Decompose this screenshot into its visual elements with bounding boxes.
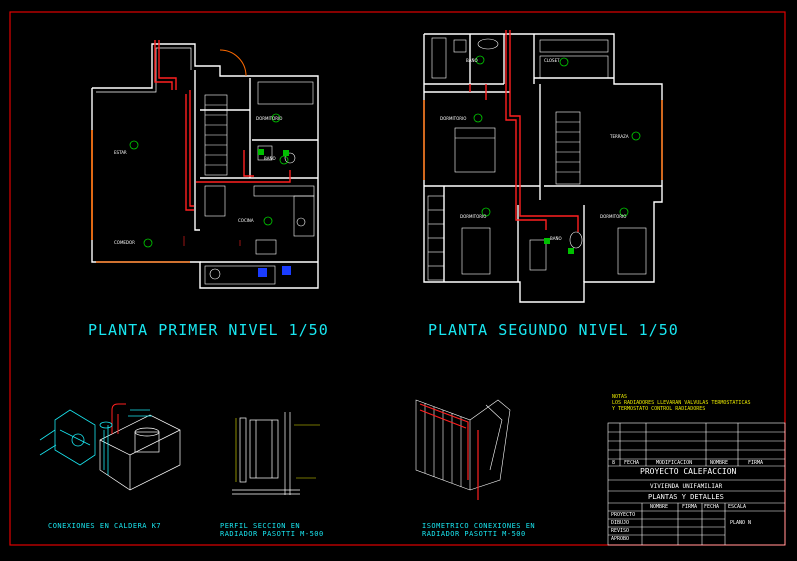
perfil-detail	[232, 412, 300, 495]
second-floor-title: PLANTA SEGUNDO NIVEL 1/50	[428, 321, 679, 339]
rev-col-num: 8	[612, 460, 616, 466]
room-label-cocina: COCINA	[238, 218, 254, 223]
sheet-title: PLANTAS Y DETALLES	[648, 493, 724, 501]
boiler-mark	[282, 266, 291, 275]
caption-perfil: PERFIL SECCION EN RADIADOR PASOTTI M-500	[220, 522, 324, 538]
notes-line-1: LOS RADIADORES LLEVARAN VALVULAS TERMOST…	[612, 400, 751, 406]
second-floor-plan	[423, 33, 663, 303]
room-label-estar: ESTAR	[114, 150, 127, 155]
room-label-closet: CLOSET	[544, 58, 560, 63]
role-aprobo: APROBO	[611, 536, 630, 542]
notes-line-2: Y TERMOSTATO CONTROL RADIADORES	[612, 406, 706, 412]
project-subtitle: VIVIENDA UNIFAMILIAR	[650, 483, 723, 490]
rev-col-firma: FIRMA	[748, 460, 764, 466]
caldera-detail	[99, 403, 181, 491]
second-floor-pipes	[469, 30, 579, 232]
rev-col-fecha: FECHA	[624, 460, 640, 466]
first-floor-pipes	[154, 40, 291, 211]
notes-block: NOTAS LOS RADIADORES LLEVARAN VALVULAS T…	[612, 394, 750, 412]
room-label-terraza: TERRAZA	[610, 134, 629, 139]
first-floor-title: PLANTA PRIMER NIVEL 1/50	[88, 321, 329, 339]
plano-number: PLANO N	[730, 520, 752, 526]
room-label-dormitorio-main: DORMITORIO	[440, 116, 467, 121]
second-floor-furniture	[427, 37, 647, 281]
room-label-dormitorio: DORMITORIO	[256, 116, 283, 121]
role-proyecto: PROYECTO	[611, 512, 636, 518]
room-label-bano-small: BAÑO	[550, 236, 562, 241]
room-label-bano: BAÑO	[264, 156, 276, 161]
rev-col-nombre: NOMBRE	[710, 460, 729, 466]
role-reviso: REVISO	[611, 528, 630, 534]
sig-col-firma: FIRMA	[682, 504, 698, 510]
sig-col-fecha: FECHA	[704, 504, 720, 510]
project-title: PROYECTO CALEFACCION	[640, 467, 737, 476]
rev-col-modificacion: MODIFICACION	[656, 460, 693, 466]
caldera-mark	[258, 268, 267, 277]
isometrico-detail	[415, 399, 511, 491]
room-label-dormitorio-right: DORMITORIO	[600, 214, 627, 219]
room-label-comedor: COMEDOR	[114, 240, 135, 245]
sig-col-nombre: NOMBRE	[650, 504, 669, 510]
role-dibujo: DIBUJO	[611, 520, 630, 526]
sig-col-escala: ESCALA	[728, 504, 747, 510]
room-label-bano-2: BAÑO	[466, 58, 478, 63]
notes-title: NOTAS	[612, 394, 628, 400]
caption-caldera: CONEXIONES EN CALDERA K7	[48, 522, 162, 530]
caption-isometrico: ISOMETRICO CONEXIONES EN RADIADOR PASOTT…	[422, 522, 536, 538]
first-floor-plan	[91, 43, 319, 289]
title-block-grid	[607, 422, 786, 546]
sheet-border	[9, 11, 786, 546]
room-label-dormitorio-left: DORMITORIO	[460, 214, 487, 219]
